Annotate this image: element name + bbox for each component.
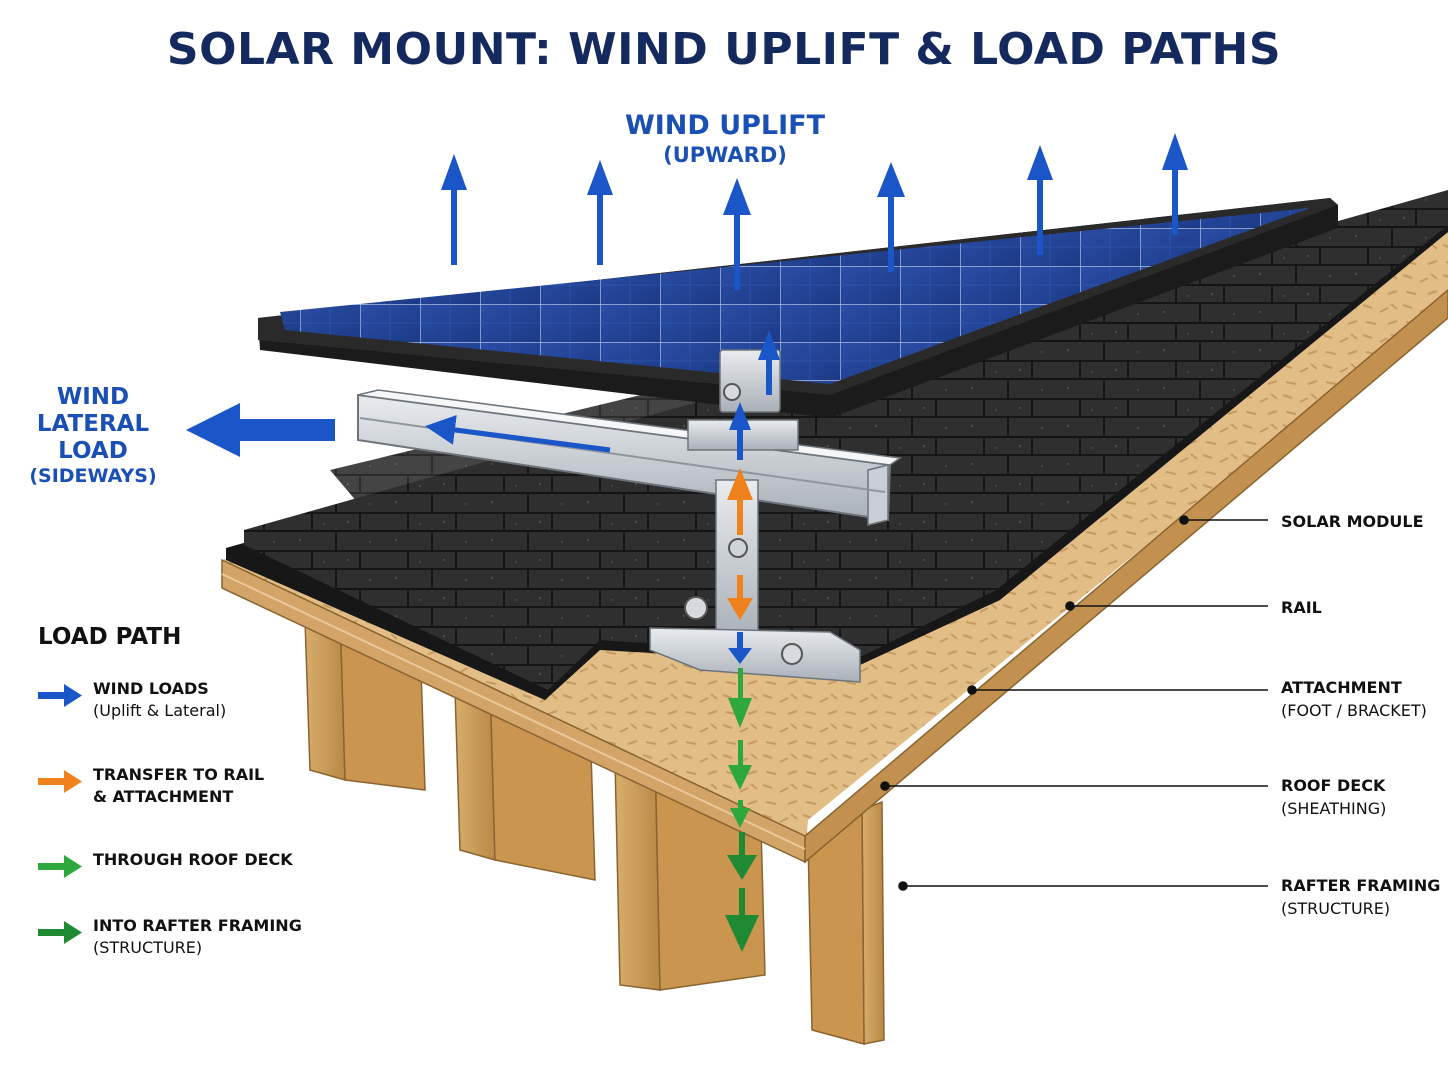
callout-roof-deck: ROOF DECK (SHEATHING) [1281,774,1386,820]
callout-sub: (FOOT / BRACKET) [1281,701,1427,721]
wind-lateral-line2: LATERAL LOAD [36,411,150,465]
uplift-arrow [1027,145,1053,255]
callout-rafter-framing: RAFTER FRAMING (STRUCTURE) [1281,874,1440,920]
uplift-arrows [441,133,1188,290]
green-load-arrow [728,668,752,828]
callout-attachment: ATTACHMENT (FOOT / BRACKET) [1281,676,1427,722]
uplift-arrow [723,178,751,290]
wind-lateral-line1: WIND [56,384,130,410]
page-title: SOLAR MOUNT: WIND UPLIFT & LOAD PATHS [166,24,1282,75]
lateral-arrow [186,403,335,457]
wind-lateral-label: WIND LATERAL LOAD (SIDEWAYS) [0,384,186,488]
blue-arrow-icon [38,684,82,707]
uplift-arrow [441,154,467,265]
wind-uplift-label: WIND UPLIFT (UPWARD) [600,110,850,167]
dark-green-load-arrow [725,832,759,952]
callout-main: RAIL [1281,598,1322,617]
solar-panel [258,198,1338,418]
legend-title: LOAD PATH [38,624,182,650]
callout-main: ROOF DECK [1281,776,1386,795]
blue-load-arrow [728,330,780,664]
callout-rail: RAIL [1281,596,1322,619]
green-arrow-icon [38,855,82,878]
wind-lateral-line3: (SIDEWAYS) [29,465,157,488]
legend-item-main: TRANSFER TO RAIL [93,765,265,784]
callout-main: SOLAR MODULE [1281,512,1424,531]
wind-uplift-subtitle: (UPWARD) [663,143,787,167]
rail-lateral-arrow [425,415,611,453]
legend-item-sub: & ATTACHMENT [93,787,234,807]
dark-green-arrow-icon [38,921,82,944]
uplift-arrow [587,160,613,265]
callout-main: ATTACHMENT [1281,678,1402,697]
legend-item-main: WIND LOADS [93,679,209,698]
legend-item-main: THROUGH ROOF DECK [93,850,293,869]
legend-item-main: INTO RAFTER FRAMING [93,916,302,935]
orange-load-arrow [727,468,753,620]
load-path-arrows [725,330,780,952]
legend-item-sub: (STRUCTURE) [93,938,203,958]
wind-uplift-title: WIND UPLIFT [624,110,826,141]
callout-main: RAFTER FRAMING [1281,876,1441,895]
orange-arrow-icon [38,770,82,793]
uplift-arrow [1162,133,1188,235]
callout-sub: (STRUCTURE) [1281,899,1391,919]
callout-sub: (SHEATHING) [1281,799,1387,819]
callout-solar-module: SOLAR MODULE [1281,510,1424,533]
uplift-arrow [877,162,905,272]
callout-leaders [880,515,1268,891]
legend-item-sub: (Uplift & Lateral) [93,701,227,721]
